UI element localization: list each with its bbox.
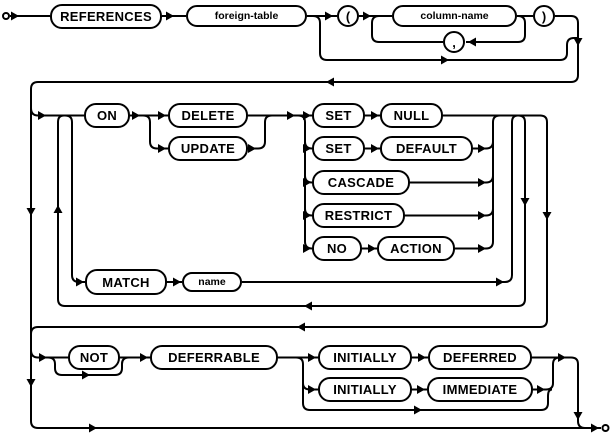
wire-repeat-loop	[57, 114, 526, 307]
wire-comma-loop-right	[466, 15, 526, 43]
arrowheads	[11, 11, 599, 433]
arrowhead-icon	[371, 111, 379, 120]
arrowhead-icon	[287, 111, 295, 120]
arrowhead-icon	[173, 277, 181, 287]
arrowhead-icon	[478, 178, 486, 187]
wire-immediate-merge	[533, 356, 561, 391]
wire-noaction-merge	[455, 241, 494, 250]
arrowhead-icon	[297, 322, 305, 332]
arrowhead-icon	[325, 11, 333, 21]
arrowhead-icon	[26, 379, 36, 387]
keyword-set-2: SET	[312, 136, 365, 161]
wire-loop-exit	[30, 114, 548, 335]
arrowhead-icon	[158, 144, 166, 153]
keyword-initially-1: INITIALLY	[318, 345, 412, 370]
keyword-deferred: DEFERRED	[428, 345, 532, 370]
wire-name-up-merge	[242, 114, 519, 283]
nonterminal-column-name: column-name	[392, 5, 517, 27]
wire-cascade-merge	[410, 175, 494, 184]
arrowhead-icon	[478, 211, 486, 220]
literal-close-paren: )	[533, 5, 555, 27]
arrowhead-icon	[303, 144, 311, 153]
keyword-references: REFERENCES	[50, 4, 162, 29]
wire-match-branch	[64, 114, 85, 283]
wire-initially-bypass	[302, 383, 553, 411]
arrowhead-icon	[368, 244, 376, 253]
keyword-immediate: IMMEDIATE	[427, 377, 533, 402]
keyword-initially-2: INITIALLY	[318, 377, 412, 402]
arrowhead-icon	[39, 353, 47, 362]
arrowhead-icon	[158, 111, 166, 120]
keyword-null: NULL	[380, 103, 443, 128]
arrowhead-icon	[573, 412, 583, 420]
arrowhead-icon	[363, 11, 371, 21]
end-terminal-icon	[601, 424, 610, 432]
wire-entry-on	[30, 107, 84, 117]
start-terminal-icon	[2, 12, 10, 20]
arrowhead-icon	[308, 353, 316, 362]
keyword-set-1: SET	[312, 103, 365, 128]
nonterminal-foreign-table: foreign-table	[186, 5, 307, 27]
arrowhead-icon	[537, 385, 545, 394]
nonterminal-name: name	[182, 272, 242, 292]
arrowhead-icon	[26, 208, 36, 216]
arrowhead-icon	[166, 11, 174, 21]
keyword-match: MATCH	[85, 269, 167, 295]
keyword-no: NO	[312, 236, 362, 261]
arrowhead-icon	[308, 385, 316, 394]
wire-collector	[492, 114, 501, 242]
keyword-default: DEFAULT	[380, 136, 473, 161]
arrowhead-icon	[418, 353, 426, 362]
keyword-action: ACTION	[377, 236, 455, 261]
arrowhead-icon	[496, 277, 504, 287]
keyword-cascade: CASCADE	[312, 170, 410, 195]
arrowhead-icon	[53, 205, 63, 213]
wire-update-merge	[248, 114, 273, 150]
wire-paren-bypass	[312, 15, 578, 61]
wire-comma-loop-left	[371, 15, 443, 43]
literal-open-paren: (	[337, 5, 359, 27]
arrowhead-icon	[38, 111, 46, 120]
wire-main-spine	[30, 15, 601, 429]
arrowhead-icon	[478, 144, 486, 153]
keyword-delete: DELETE	[168, 103, 248, 128]
keyword-deferrable: DEFERRABLE	[150, 345, 278, 370]
wire-deferred-out	[532, 356, 586, 429]
keyword-on: ON	[84, 103, 130, 128]
arrowhead-icon	[89, 423, 97, 433]
wire-entry-not	[30, 349, 68, 359]
keyword-not: NOT	[68, 345, 120, 370]
wire-initially2-branch	[295, 356, 318, 391]
arrowhead-icon	[248, 144, 256, 153]
literal-comma: ,	[443, 31, 465, 53]
arrowhead-icon	[520, 198, 530, 206]
arrowhead-icon	[303, 244, 311, 253]
arrowhead-icon	[478, 244, 486, 253]
arrowhead-icon	[76, 277, 84, 287]
arrowhead-icon	[558, 353, 566, 362]
arrowhead-icon	[303, 211, 311, 220]
arrowhead-icon	[591, 423, 599, 433]
arrowhead-icon	[417, 385, 425, 394]
wire-default-merge	[473, 141, 494, 150]
arrowhead-icon	[441, 55, 449, 65]
keyword-restrict: RESTRICT	[312, 203, 405, 228]
arrowhead-icon	[82, 370, 90, 380]
arrowhead-icon	[326, 77, 334, 87]
arrowhead-icon	[140, 353, 148, 362]
wire-restrict-merge	[405, 208, 494, 217]
arrowhead-icon	[573, 38, 583, 46]
arrowhead-icon	[303, 178, 311, 187]
arrowhead-icon	[371, 144, 379, 153]
arrowhead-icon	[11, 11, 19, 21]
arrowhead-icon	[414, 405, 422, 415]
wire-update-branch	[142, 114, 168, 150]
arrowhead-icon	[542, 212, 552, 220]
arrowhead-icon	[304, 301, 312, 311]
arrowhead-icon	[468, 37, 476, 47]
arrowhead-icon	[132, 111, 140, 120]
keyword-update: UPDATE	[168, 136, 248, 161]
arrowhead-icon	[303, 111, 311, 120]
